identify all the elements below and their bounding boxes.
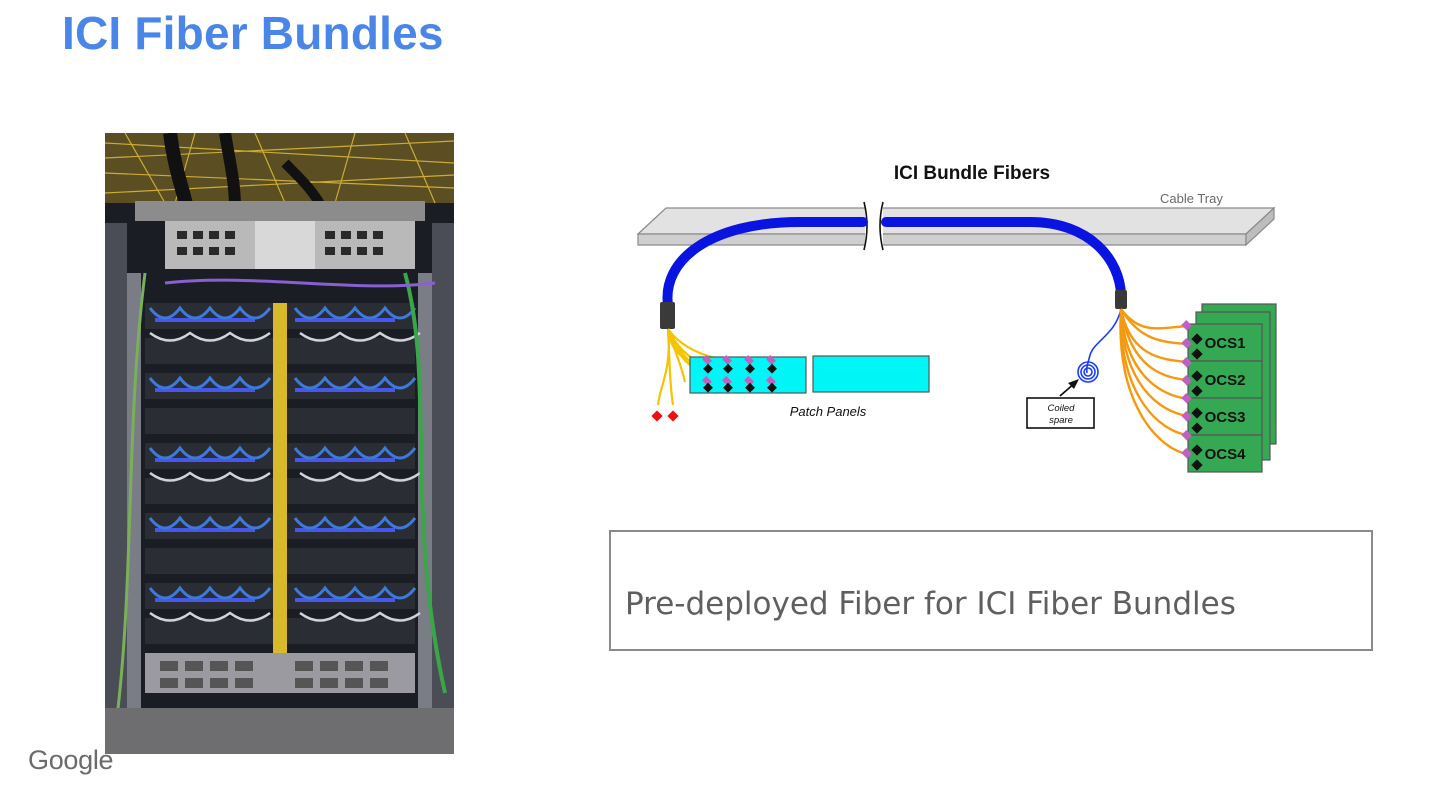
- ici-bundle-diagram: ICI Bundle Fibers Cable Tray: [600, 150, 1300, 490]
- rack-photo: [105, 133, 454, 754]
- caption-box: Pre-deployed Fiber for ICI Fiber Bundles: [609, 530, 1373, 651]
- spare-fiber-ends: [651, 410, 679, 422]
- coiled-spare-box: [1026, 397, 1095, 429]
- ocs-label: OCS2: [1205, 372, 1246, 389]
- ocs-module-1: OCS1: [1187, 323, 1263, 362]
- patch-connectors-black: [703, 363, 777, 393]
- ocs-label: OCS4: [1205, 446, 1247, 463]
- diagram-drawing: ICI Bundle Fibers Cable Tray: [636, 163, 1277, 473]
- right-fiber-fanout: [1119, 308, 1189, 456]
- bundle-connector-left: [660, 302, 675, 329]
- ocs-connectors-black: [1191, 333, 1203, 471]
- cable-tray-label: Cable Tray: [1160, 191, 1223, 206]
- coiled-spare-drawing: [1077, 361, 1099, 383]
- slide-title: ICI Fiber Bundles: [62, 7, 444, 59]
- coiled-spare-label-1: Coiled: [1048, 403, 1076, 414]
- diagram-title: ICI Bundle Fibers: [894, 163, 1050, 184]
- ocs-label: OCS1: [1205, 335, 1246, 352]
- rack-photo-drawing: [105, 133, 454, 754]
- patch-panels-label: Patch Panels: [790, 404, 867, 419]
- patch-panel-2: [812, 355, 930, 393]
- google-logo: Google: [28, 745, 114, 775]
- fiber-bundle: [662, 217, 1126, 310]
- ocs-label: OCS3: [1205, 409, 1246, 426]
- bundle-connector-right: [1115, 290, 1127, 309]
- patch-connectors-pink: [702, 355, 776, 386]
- ocs-connectors-pink: [1181, 320, 1192, 459]
- coiled-spare-label-2: spare: [1049, 415, 1073, 426]
- caption-text: Pre-deployed Fiber for ICI Fiber Bundles: [625, 586, 1236, 622]
